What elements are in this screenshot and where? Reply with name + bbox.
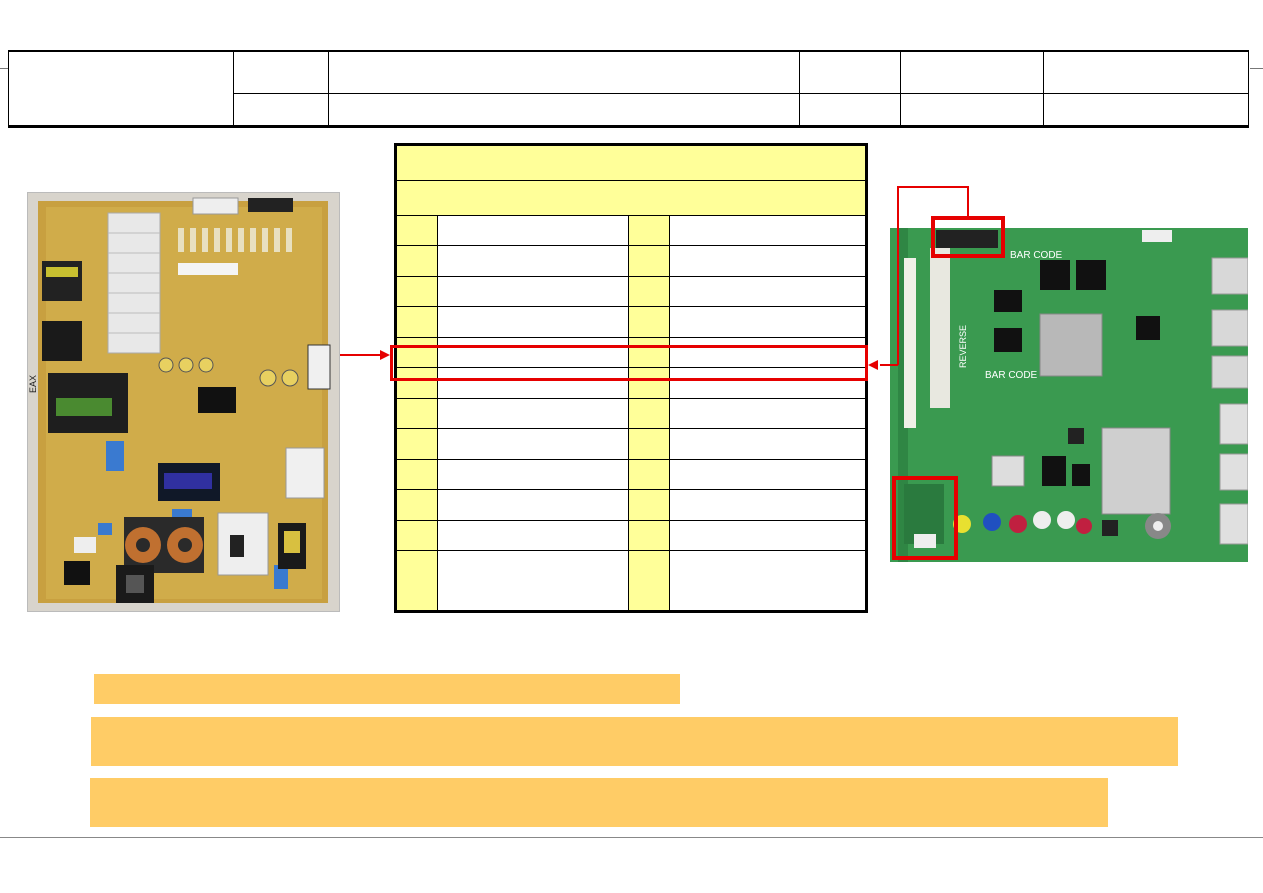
header-cell — [233, 50, 329, 94]
table-row — [395, 428, 867, 460]
pin-number — [628, 489, 670, 521]
table-row-highlighted — [395, 336, 867, 369]
pin-number — [395, 519, 438, 551]
pin-number — [395, 367, 438, 399]
pin-signal — [669, 458, 867, 491]
table-row — [395, 458, 867, 491]
highlight-box-row — [390, 345, 868, 381]
table-row — [395, 549, 867, 613]
pin-number — [628, 519, 670, 551]
pin-signal — [669, 306, 867, 338]
header-cell — [799, 92, 901, 127]
pin-signal — [669, 336, 867, 369]
table-row — [395, 214, 867, 247]
connector-highlight-bottom — [892, 476, 958, 560]
psu-label: EAX — [28, 375, 38, 393]
table-row — [395, 275, 867, 308]
leader-line — [897, 186, 969, 365]
header-cell — [233, 92, 329, 127]
note-box — [90, 778, 1108, 827]
pin-table-title — [395, 144, 867, 181]
pin-signal — [437, 489, 629, 521]
pin-number — [395, 214, 438, 247]
header-logo-cell — [8, 50, 234, 127]
header-cell — [1043, 50, 1249, 94]
pin-signal — [669, 489, 867, 521]
pin-number — [395, 336, 438, 369]
power-supply-board-image: EAX — [27, 192, 340, 612]
pin-number — [395, 275, 438, 308]
pin-number — [628, 458, 670, 491]
pin-number — [628, 245, 670, 277]
pin-signal — [669, 275, 867, 308]
table-row — [395, 245, 867, 277]
arrow-head-right-icon — [868, 360, 878, 370]
pin-signal — [437, 519, 629, 551]
pin-signal — [437, 306, 629, 338]
pin-signal — [669, 397, 867, 430]
pin-number — [395, 489, 438, 521]
header-cell — [799, 50, 901, 94]
pin-signal — [437, 275, 629, 308]
note-box — [94, 674, 680, 704]
pin-number — [395, 245, 438, 277]
pin-signal — [437, 245, 629, 277]
pin-number — [628, 428, 670, 460]
pin-signal — [669, 214, 867, 247]
pin-signal — [437, 397, 629, 430]
note-box — [91, 717, 1178, 766]
table-row — [395, 489, 867, 521]
pin-number — [395, 549, 438, 613]
header-cell — [900, 50, 1044, 94]
header-cell — [1043, 92, 1249, 127]
pin-signal — [669, 549, 867, 613]
pin-number — [628, 549, 670, 613]
pin-signal — [669, 519, 867, 551]
header-table — [8, 50, 1249, 128]
table-row — [395, 519, 867, 551]
pin-number — [395, 458, 438, 491]
pin-table-subtitle — [395, 180, 867, 216]
pin-number — [628, 336, 670, 369]
header-cell — [328, 50, 800, 94]
frame-line-right — [1250, 68, 1263, 69]
connector-highlight-top — [931, 216, 1005, 258]
arrow-head-left-icon — [380, 350, 390, 360]
pin-signal — [437, 367, 629, 399]
header-cell — [328, 92, 800, 127]
table-row — [395, 397, 867, 430]
frame-line-left — [0, 68, 8, 69]
pin-number — [395, 306, 438, 338]
pin-number — [628, 214, 670, 247]
pin-signal — [437, 458, 629, 491]
pin-table — [394, 143, 868, 613]
pin-signal — [437, 214, 629, 247]
pin-signal — [437, 336, 629, 369]
pin-number — [628, 397, 670, 430]
pin-signal — [437, 428, 629, 460]
pin-number — [628, 367, 670, 399]
frame-line-bottom — [0, 837, 1263, 838]
